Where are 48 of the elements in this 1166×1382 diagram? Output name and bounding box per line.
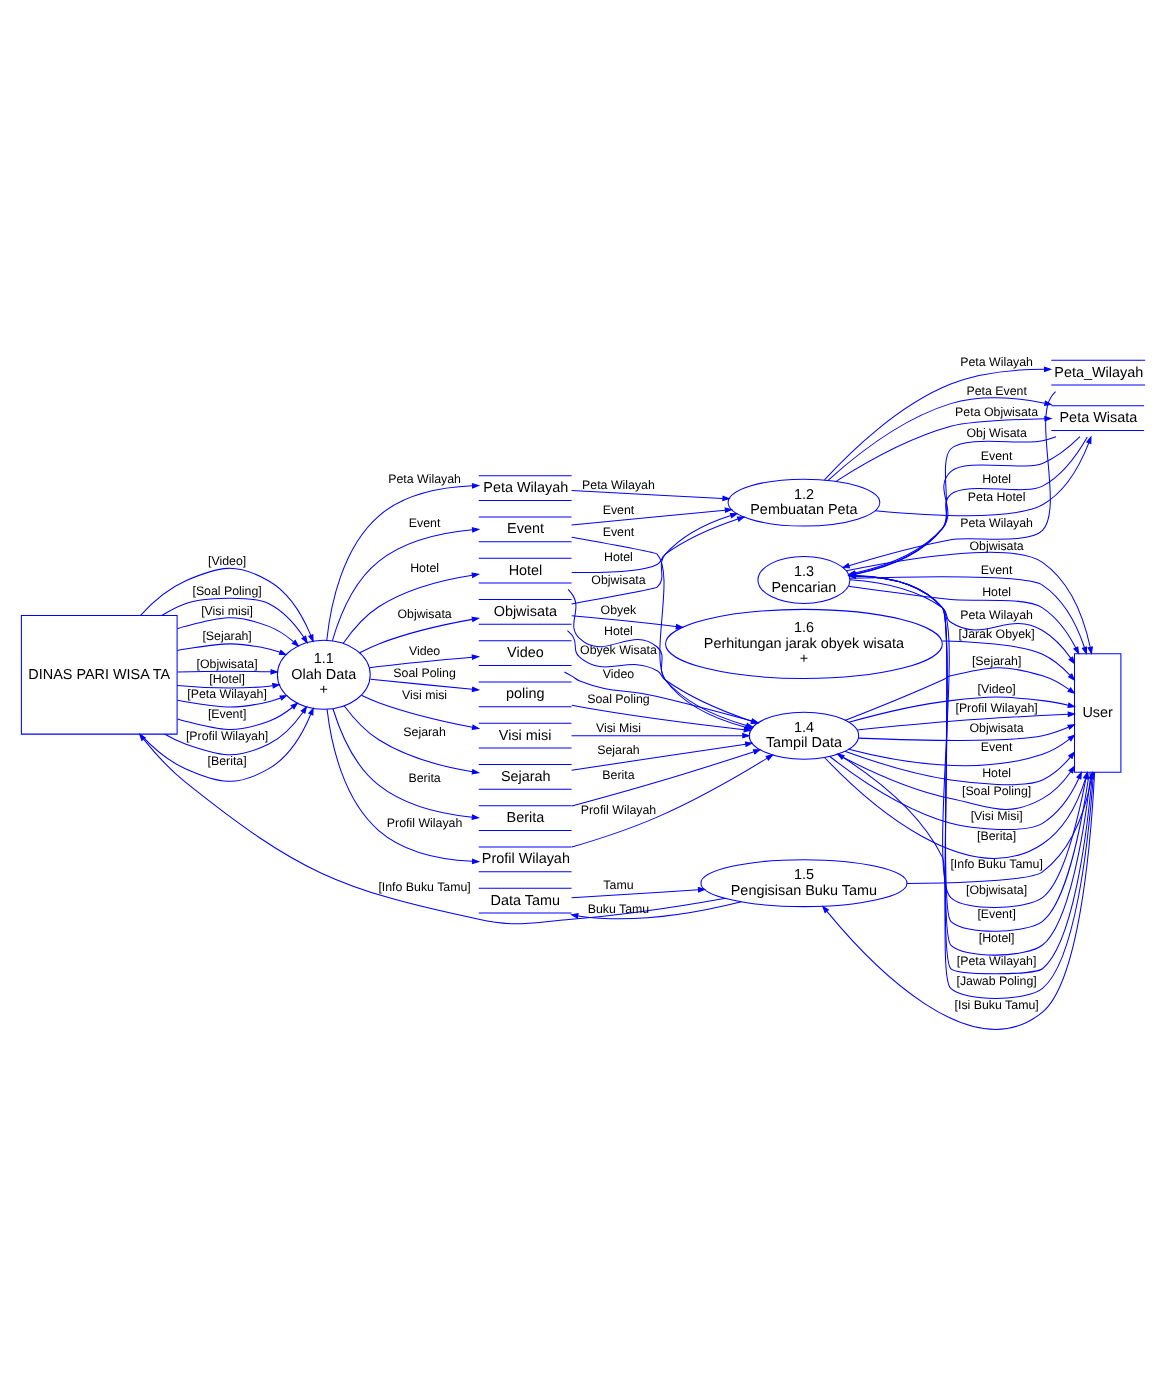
- arrow: [331, 525, 481, 641]
- arrow: [177, 642, 288, 655]
- arrow: [326, 481, 481, 641]
- arrow: [140, 706, 314, 781]
- arrow: [848, 733, 1076, 766]
- arrow: [177, 701, 299, 730]
- arrow: [370, 677, 481, 692]
- arrow: [844, 666, 1076, 720]
- arrow: [835, 414, 1053, 481]
- arrow: [941, 639, 1076, 681]
- arrow: [140, 566, 314, 642]
- arrow: [829, 754, 1082, 830]
- arrow: [176, 616, 300, 647]
- arrow: [332, 707, 480, 820]
- arrow: [359, 615, 481, 653]
- arrow: [844, 749, 1076, 785]
- arrow: [161, 596, 308, 643]
- arrow: [369, 653, 481, 668]
- arrow: [176, 694, 288, 707]
- arrow: [138, 732, 727, 924]
- arrow: [836, 752, 1076, 809]
- arrow: [563, 670, 760, 723]
- arrow: [571, 614, 684, 629]
- arrow: [360, 693, 481, 730]
- arrow: [874, 434, 1092, 516]
- arrow: [856, 710, 1076, 730]
- arrow: [571, 740, 754, 770]
- arrow: [571, 506, 734, 525]
- arrow: [326, 707, 481, 864]
- arrow: [571, 489, 731, 501]
- arrow: [571, 753, 774, 847]
- arrow: [841, 390, 1057, 568]
- arrow: [857, 723, 1076, 740]
- arrow: [571, 731, 751, 738]
- arrow: [571, 885, 707, 898]
- arrow: [343, 704, 481, 774]
- arrow: [176, 681, 281, 688]
- arrow: [571, 748, 762, 806]
- arrow: [823, 365, 1053, 480]
- arrow: [571, 515, 746, 573]
- arrow: [164, 704, 308, 755]
- arrow: [571, 511, 739, 604]
- arrow: [827, 396, 1053, 480]
- arrow: [566, 629, 760, 723]
- arrow: [570, 900, 742, 919]
- arrow: [848, 695, 1076, 722]
- arrow: [342, 571, 481, 643]
- arrow: [177, 667, 279, 674]
